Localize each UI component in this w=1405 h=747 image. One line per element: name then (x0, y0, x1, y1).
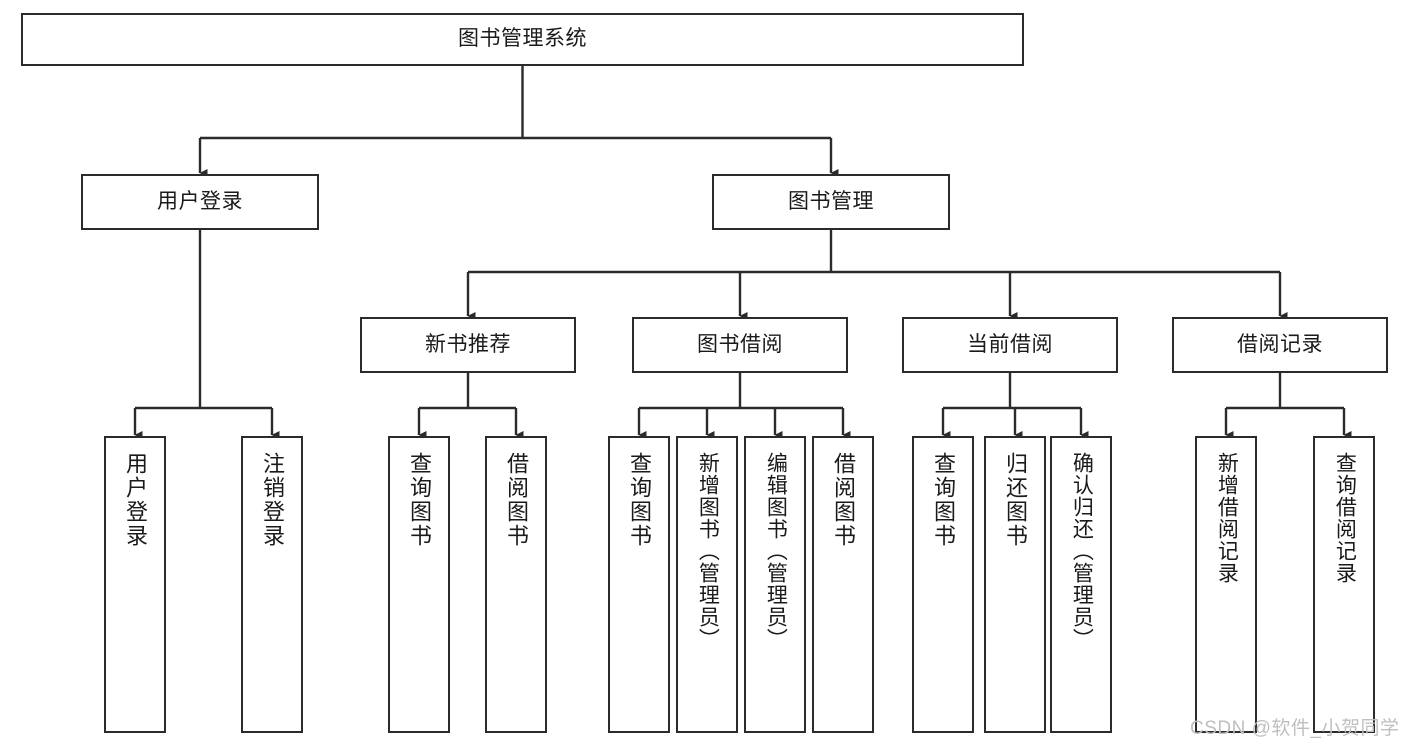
node-label: 新增借阅记录 (1215, 452, 1239, 584)
node-label: 借阅记录 (1237, 332, 1323, 356)
node-leaf-user-logout[interactable]: 注销登录 (241, 436, 303, 733)
node-borrow-record[interactable]: 借阅记录 (1172, 317, 1388, 373)
node-label: 图书管理 (788, 189, 874, 213)
node-label: 新增图书（管理员） (696, 452, 720, 650)
node-book-borrow[interactable]: 图书借阅 (632, 317, 848, 373)
node-label: 编辑图书（管理员） (764, 452, 788, 650)
node-label: 查询借阅记录 (1333, 452, 1357, 584)
node-leaf-query-book-1[interactable]: 查询图书 (388, 436, 450, 733)
edges (133, 66, 1352, 439)
node-label: 归还图书 (1002, 452, 1028, 548)
node-label: 新书推荐 (425, 332, 511, 356)
node-leaf-query-book-2[interactable]: 查询图书 (608, 436, 670, 733)
node-label: 用户登录 (157, 189, 243, 213)
node-label: 查询图书 (626, 452, 652, 548)
node-user-login[interactable]: 用户登录 (81, 174, 319, 230)
node-leaf-add-record[interactable]: 新增借阅记录 (1195, 436, 1257, 733)
node-label: 借阅图书 (503, 452, 529, 548)
node-leaf-borrow-book-1[interactable]: 借阅图书 (485, 436, 547, 733)
node-leaf-borrow-book-2[interactable]: 借阅图书 (812, 436, 874, 733)
node-label: 图书借阅 (697, 332, 783, 356)
node-label: 借阅图书 (830, 452, 856, 548)
node-current-borrow[interactable]: 当前借阅 (902, 317, 1118, 373)
node-leaf-user-login[interactable]: 用户登录 (104, 436, 166, 733)
node-leaf-confirm-return[interactable]: 确认归还（管理员） (1050, 436, 1112, 733)
node-new-book-rec[interactable]: 新书推荐 (360, 317, 576, 373)
node-leaf-return-book[interactable]: 归还图书 (984, 436, 1046, 733)
node-label: 确认归还（管理员） (1070, 452, 1094, 650)
node-label: 注销登录 (259, 452, 285, 548)
node-leaf-query-record[interactable]: 查询借阅记录 (1313, 436, 1375, 733)
node-label: 查询图书 (930, 452, 956, 548)
node-label: 查询图书 (406, 452, 432, 548)
node-leaf-add-book[interactable]: 新增图书（管理员） (676, 436, 738, 733)
node-label: 图书管理系统 (458, 27, 587, 51)
node-root[interactable]: 图书管理系统 (21, 13, 1024, 66)
node-leaf-edit-book[interactable]: 编辑图书（管理员） (744, 436, 806, 733)
node-leaf-query-book-3[interactable]: 查询图书 (912, 436, 974, 733)
node-label: 当前借阅 (967, 332, 1053, 356)
node-label: 用户登录 (122, 452, 148, 548)
node-book-manage[interactable]: 图书管理 (712, 174, 950, 230)
